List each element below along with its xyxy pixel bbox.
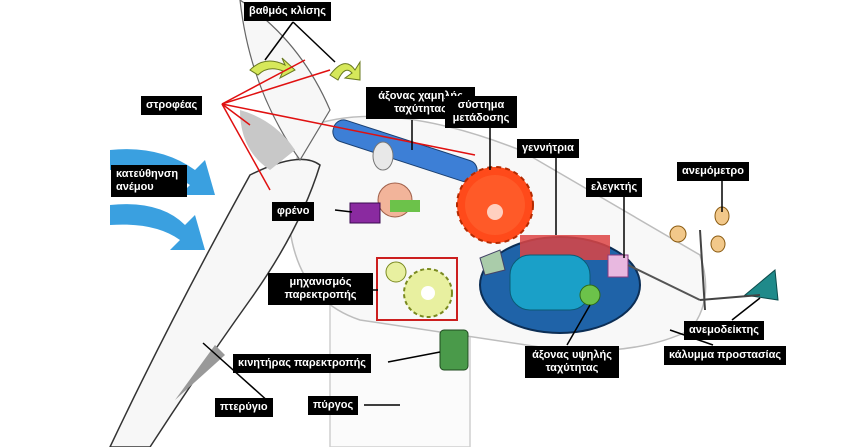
tilt-arrow-right bbox=[329, 60, 361, 81]
brake-shaft bbox=[390, 200, 420, 212]
label-wind-vane: ανεμοδείκτης bbox=[684, 321, 764, 340]
blade-grey-tip bbox=[175, 345, 225, 400]
anemometer-cup-1 bbox=[669, 225, 687, 243]
rotor-pointers bbox=[221, 59, 476, 191]
label-yaw-drive: μηχανισμός παρεκτροπής bbox=[268, 273, 373, 305]
generator-rotor bbox=[509, 254, 591, 311]
brake-caliper bbox=[349, 202, 381, 224]
label-nacelle: κάλυμμα προστασίας bbox=[664, 346, 787, 365]
high-speed-shaft-end bbox=[579, 284, 601, 306]
hub-shadow bbox=[240, 110, 295, 170]
yaw-gear-small bbox=[385, 261, 407, 283]
small-gear bbox=[479, 249, 506, 276]
anemometer-cup-3 bbox=[710, 235, 726, 253]
yaw-motor bbox=[439, 329, 469, 371]
label-gearbox: σύστημα μετάδοσης bbox=[445, 96, 517, 128]
wind-arrow-lower bbox=[110, 204, 205, 250]
label-blade: πτερύγιο bbox=[215, 398, 273, 417]
label-high-speed-shaft: άξονας υψηλής ταχύτητας bbox=[525, 346, 619, 378]
label-generator: γεννήτρια bbox=[517, 139, 579, 158]
leader-lines bbox=[202, 21, 761, 406]
yaw-drive-frame bbox=[376, 257, 458, 321]
shaft-ring bbox=[372, 141, 394, 171]
label-brake: φρένο bbox=[272, 202, 315, 221]
label-controller: ελεγκτής bbox=[586, 178, 643, 197]
label-yaw-motor: κινητήρας παρεκτροπής bbox=[233, 354, 372, 373]
label-rotor: στροφέας bbox=[141, 96, 203, 115]
label-anemometer: ανεμόμετρο bbox=[677, 162, 749, 181]
label-tilt: βαθμός κλίσης bbox=[244, 2, 331, 21]
label-tower: πύργος bbox=[308, 396, 359, 415]
anemometer-mast bbox=[699, 229, 706, 311]
blade bbox=[109, 158, 321, 447]
gearbox-gear bbox=[456, 166, 534, 244]
tilt-arrow-left bbox=[249, 57, 296, 80]
controller-box bbox=[607, 254, 629, 278]
blade-upper bbox=[239, 0, 331, 162]
wind-vane-fin bbox=[743, 269, 779, 301]
label-wind-direction: κατεύθηνση ανέμου bbox=[111, 165, 187, 197]
